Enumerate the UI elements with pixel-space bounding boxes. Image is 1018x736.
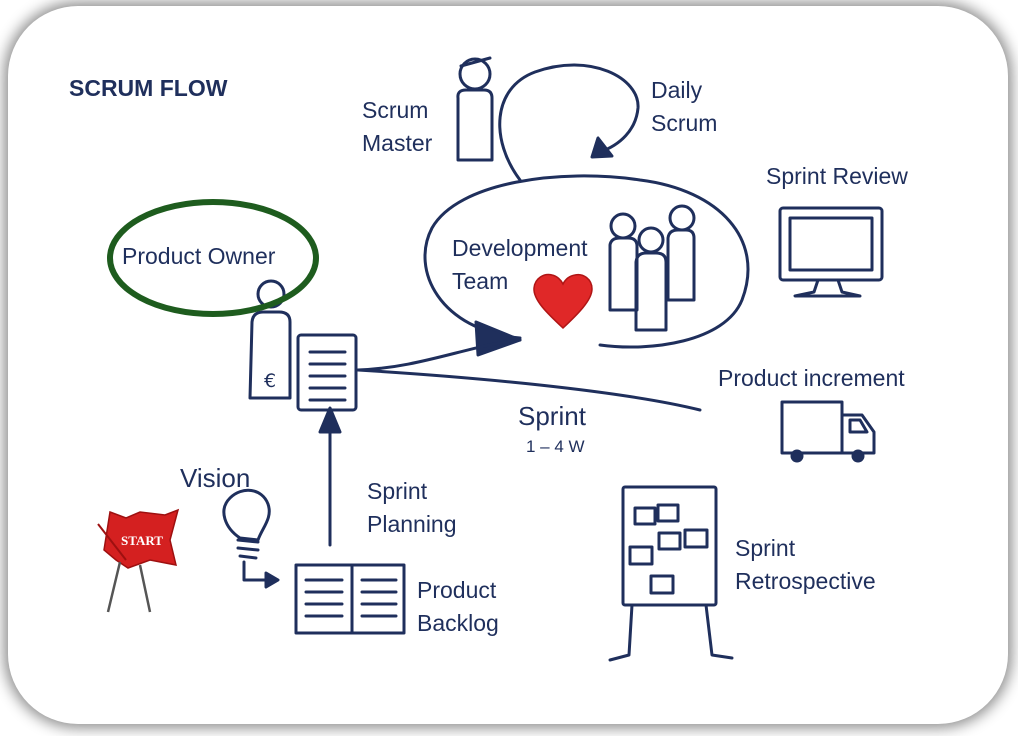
label-sprint-planning: Sprint Planning <box>367 478 457 538</box>
label-daily-scrum: Daily Scrum <box>651 77 718 137</box>
label-sprint-review: Sprint Review <box>766 163 908 189</box>
product-owner-highlight-ring <box>107 199 319 317</box>
daily-scrum-loop <box>498 63 640 182</box>
scrum-master-figure <box>456 56 494 162</box>
scrum-flow-drawing: START € <box>97 56 884 662</box>
label-product-owner: Product Owner <box>122 243 276 269</box>
label-product-increment: Product increment <box>718 365 905 391</box>
label-product-backlog: Product Backlog <box>417 577 499 637</box>
label-sprint-retrospective: Sprint Retrospective <box>735 535 876 595</box>
diagram-card: START € <box>8 6 1008 724</box>
sprint-path <box>356 338 702 412</box>
start-flag-label: START <box>121 533 163 548</box>
diagram-title: SCRUM FLOW <box>69 75 228 101</box>
sprint-cycle-arrowhead <box>474 320 522 357</box>
product-backlog-book-icon <box>294 563 406 635</box>
lightbulb-icon <box>222 488 280 589</box>
development-team-figure <box>608 204 696 332</box>
start-flag-icon: START <box>97 508 180 613</box>
label-sprint: Sprint <box>518 401 586 431</box>
daily-scrum-arrowhead <box>590 136 614 159</box>
retrospective-board-icon <box>608 485 734 662</box>
euro-icon: € <box>264 370 276 392</box>
monitor-icon <box>778 206 884 298</box>
label-sprint-duration: 1 – 4 W <box>526 437 585 456</box>
sprint-planning-arrowhead <box>318 406 342 434</box>
label-vision: Vision <box>180 463 251 493</box>
truck-icon <box>780 400 876 463</box>
heart-icon <box>533 273 593 330</box>
label-scrum-master: Scrum Master <box>362 97 433 157</box>
sprint-cycle-loop <box>423 174 750 349</box>
label-development-team: Development Team <box>452 235 588 295</box>
